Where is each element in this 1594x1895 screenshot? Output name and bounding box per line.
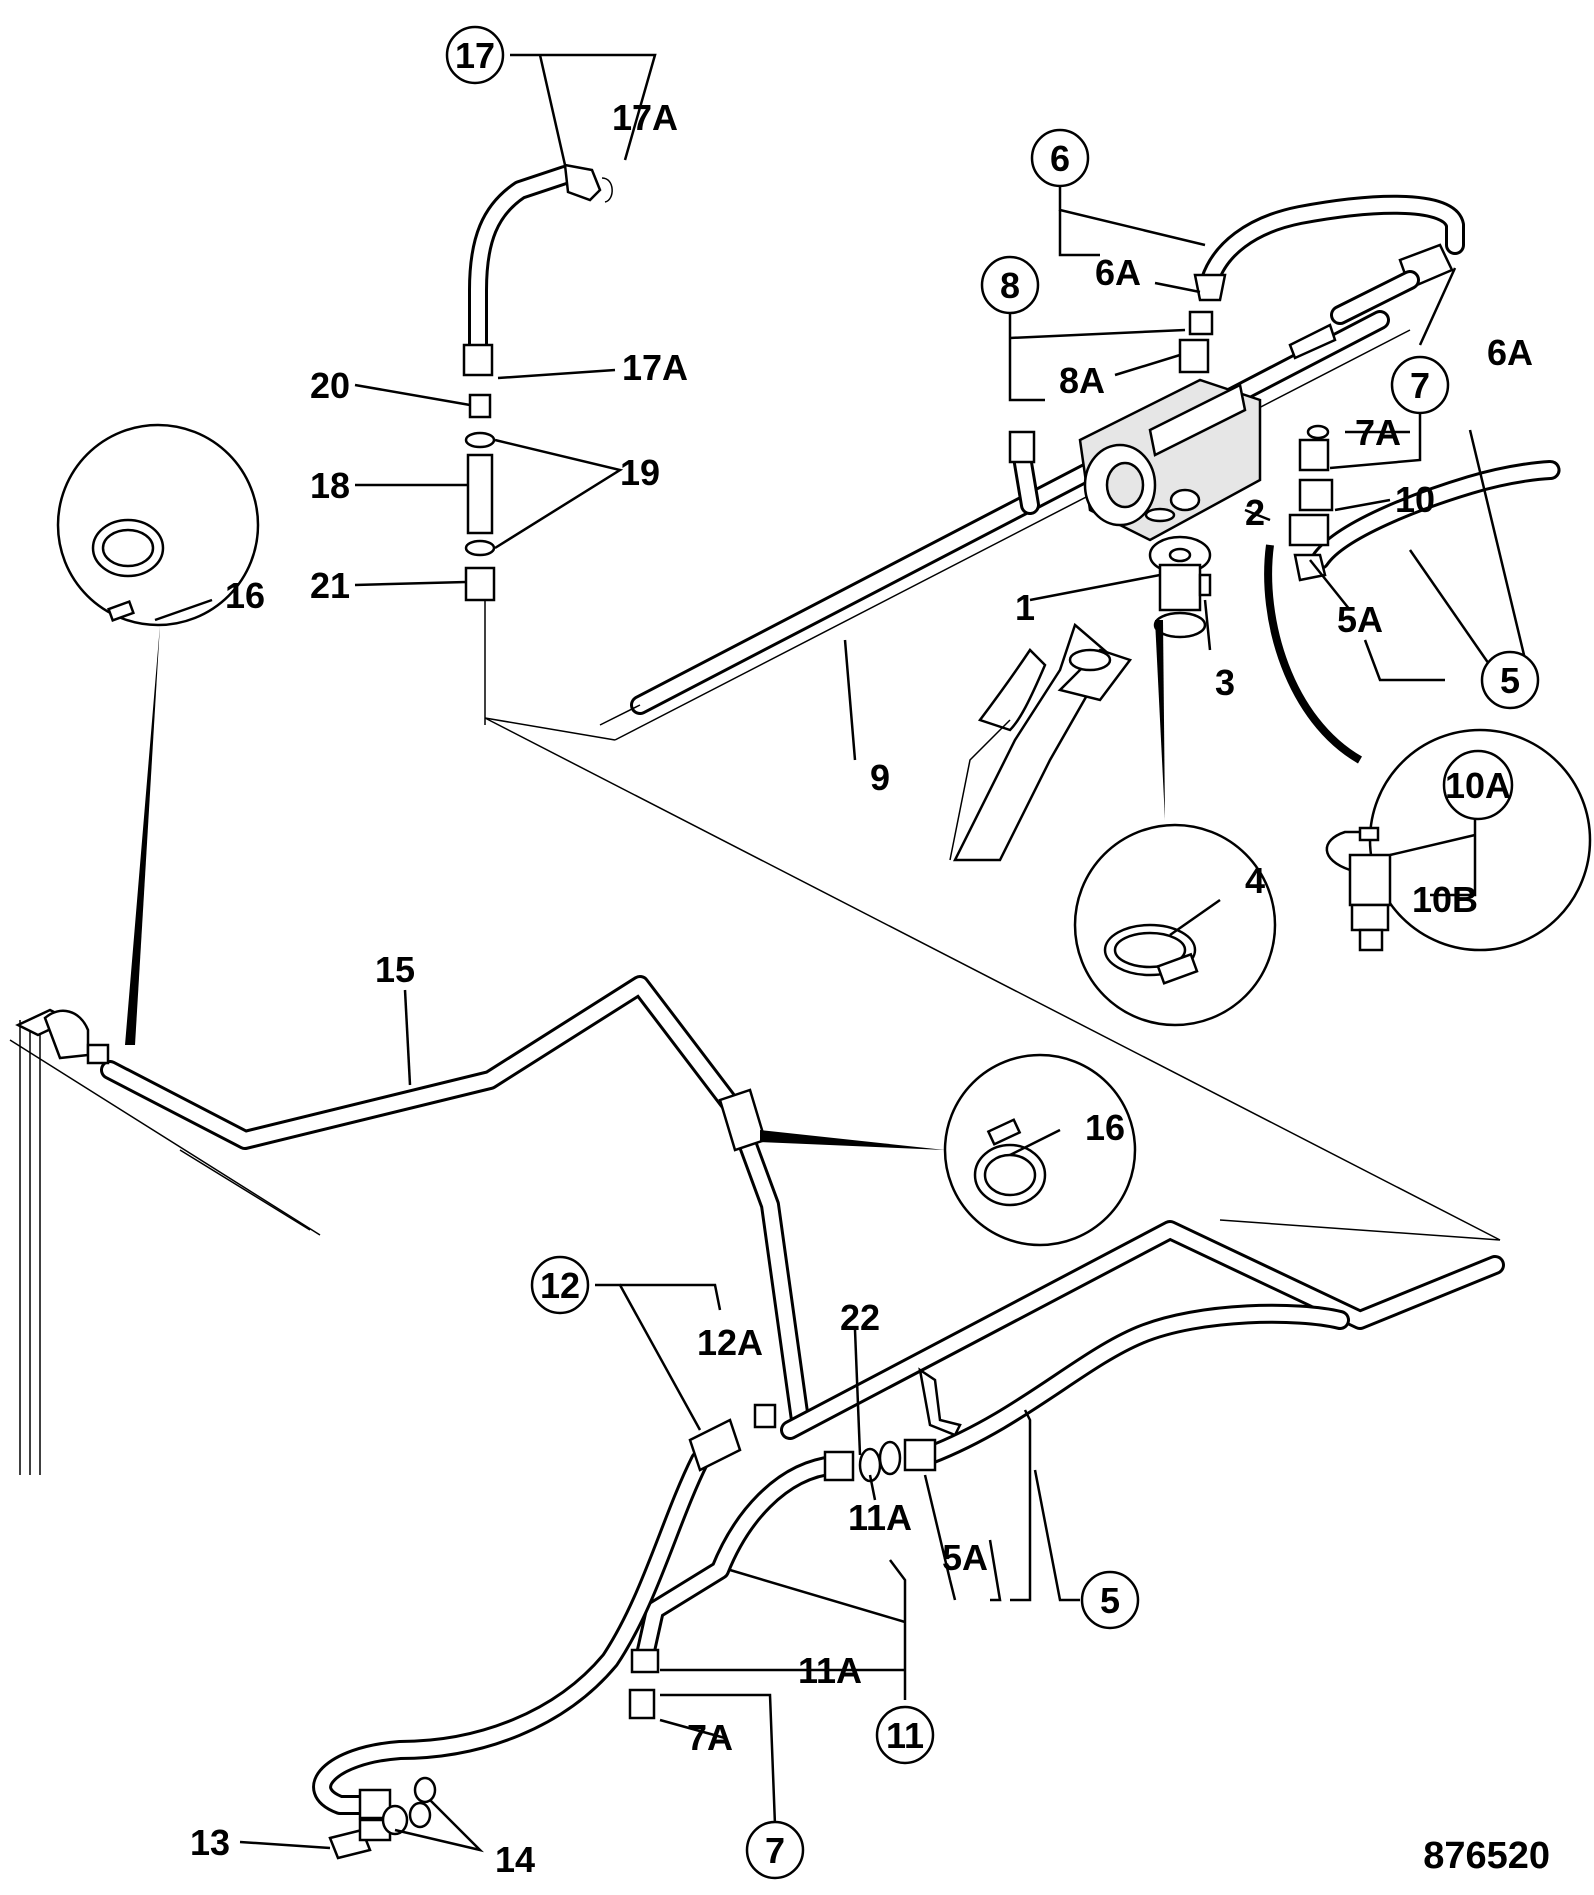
switch-10-assembly — [1264, 424, 1561, 764]
hose-12 — [312, 1403, 777, 1820]
hose-6 — [1193, 194, 1465, 325]
banjo-bolt-13 — [328, 1776, 437, 1860]
fitting-stack-18-21 — [464, 393, 496, 725]
pump-body — [1078, 378, 1262, 542]
callout-9: 9 — [870, 757, 890, 798]
callout-5a-top: 5A — [1337, 599, 1383, 640]
callout-10b: 10B — [1412, 879, 1478, 920]
callout-10a: 10A — [1445, 765, 1511, 806]
callout-13: 13 — [190, 1822, 230, 1863]
callout-3: 3 — [1215, 662, 1235, 703]
leader-lines — [154, 53, 1532, 1853]
pipe-9 — [599, 310, 1390, 726]
callout-12a: 12A — [697, 1322, 763, 1363]
callout-11a-low: 11A — [798, 1650, 862, 1691]
suction-hose — [949, 622, 1133, 862]
callout-10: 10 — [1395, 479, 1435, 520]
callout-6a-top: 6A — [1095, 252, 1141, 293]
callout-16-left: 16 — [225, 575, 265, 616]
detail-circle-4 — [1073, 620, 1277, 1027]
callout-5-top: 5 — [1500, 660, 1520, 701]
callout-14: 14 — [495, 1839, 535, 1880]
callout-circles — [445, 25, 1540, 1880]
detail-circle-10a — [1325, 728, 1592, 952]
callout-17a-top: 17A — [612, 97, 678, 138]
callout-11: 11 — [886, 1715, 924, 1756]
callout-7-top: 7 — [1410, 365, 1430, 406]
hose-5-lower — [878, 1303, 1350, 1476]
callout-6a-right: 6A — [1487, 332, 1533, 373]
callout-2: 2 — [1245, 492, 1265, 533]
hose-15 — [43, 975, 810, 1430]
callout-20: 20 — [310, 365, 350, 406]
callout-19: 19 — [620, 452, 660, 493]
callout-21: 21 — [310, 565, 350, 606]
callout-17: 17 — [455, 35, 495, 76]
drawing-number: 876520 — [1423, 1835, 1550, 1877]
callout-7a-bot: 7A — [687, 1717, 733, 1758]
adapter-1 — [1144, 507, 1212, 639]
callout-7a-top: 7A — [1355, 412, 1401, 453]
callout-5a-bot: 5A — [942, 1537, 988, 1578]
hose-11 — [628, 1447, 882, 1720]
callout-7-bot: 7 — [765, 1830, 785, 1871]
callout-12: 12 — [540, 1265, 580, 1306]
callout-6: 6 — [1050, 138, 1070, 179]
callout-8: 8 — [1000, 265, 1020, 306]
callout-22: 22 — [840, 1297, 880, 1338]
callout-5-bot: 5 — [1100, 1580, 1120, 1621]
callout-17a-mid: 17A — [622, 347, 688, 388]
callout-18: 18 — [310, 465, 350, 506]
callout-15: 15 — [375, 949, 415, 990]
callout-16-right: 16 — [1085, 1107, 1125, 1148]
callout-11a-mid: 11A — [848, 1497, 912, 1538]
detail-circle-16-left — [56, 423, 260, 1045]
hose-17 — [462, 163, 613, 377]
callout-8a: 8A — [1059, 360, 1105, 401]
fitting-8 — [1178, 310, 1214, 374]
labels: 17 17A 17A 20 18 19 21 16 6 6A 6A 8 8A 7… — [190, 35, 1550, 1880]
callout-1: 1 — [1015, 587, 1035, 628]
detail-circle-16-right — [760, 1053, 1137, 1247]
lower-pipe-22 — [780, 1220, 1505, 1440]
callout-4: 4 — [1245, 860, 1265, 901]
